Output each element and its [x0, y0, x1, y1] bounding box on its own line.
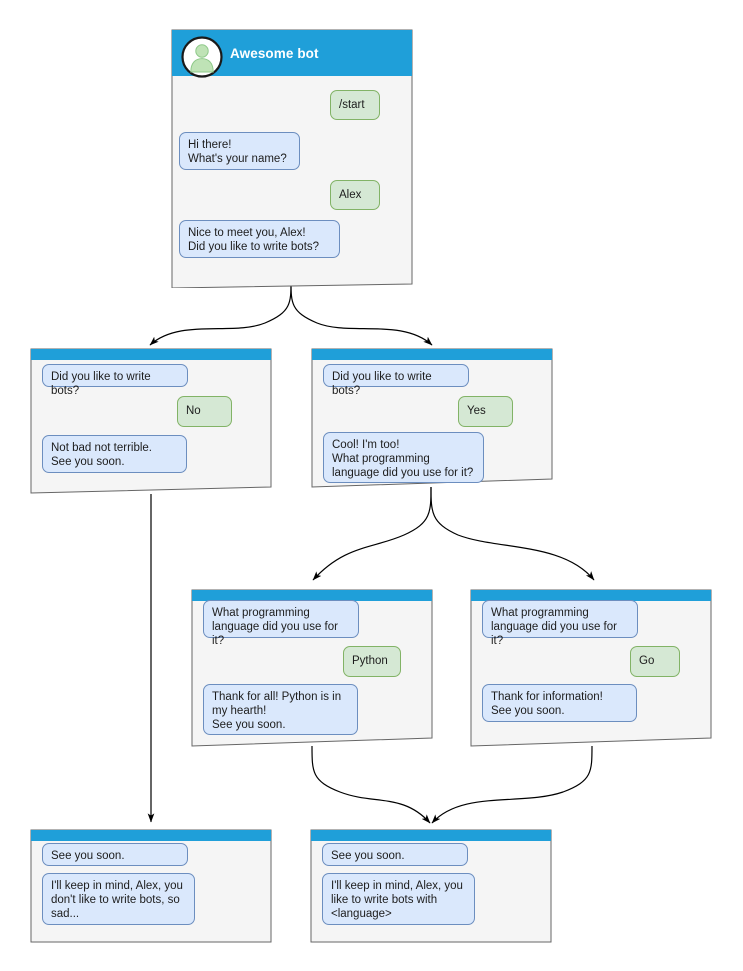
bubble-bot-did-you-like[interactable]: Did you like to write bots?	[323, 364, 469, 397]
bubble-user-yes[interactable]: Yes	[458, 396, 513, 427]
bubble-bot-thank-for-all[interactable]: Thank for all! Python is in my hearth! S…	[203, 684, 358, 735]
bubble-bot-keep-in-mind-happy[interactable]: I'll keep in mind, Alex, you like to wri…	[322, 873, 475, 925]
bubble-bot-see-you-soon[interactable]: See you soon.	[322, 843, 468, 866]
node-end-happy-content: See you soon. I'll keep in mind, Alex, y…	[309, 828, 553, 944]
bubble-bot-nice-to-meet[interactable]: Nice to meet you, Alex! Did you like to …	[179, 220, 340, 258]
person-avatar-icon	[181, 36, 223, 78]
edge-yes-to-python	[312, 486, 432, 581]
node-root[interactable]: Awesome bot /start Hi there! What's your…	[168, 26, 416, 288]
bubble-user-python[interactable]: Python	[343, 646, 401, 677]
bubble-bot-greeting[interactable]: Hi there! What's your name?	[179, 132, 300, 170]
node-root-title: Awesome bot	[230, 46, 319, 61]
bubble-user-go[interactable]: Go	[630, 646, 680, 677]
node-end-sad-content: See you soon. I'll keep in mind, Alex, y…	[29, 828, 273, 944]
node-python-branch[interactable]: What programming language did you use fo…	[190, 588, 434, 748]
node-no-branch[interactable]: Did you like to write bots? No Not bad n…	[29, 347, 273, 495]
node-root-content: Awesome bot /start Hi there! What's your…	[168, 26, 416, 288]
node-python-branch-content: What programming language did you use fo…	[190, 588, 434, 748]
bubble-bot-thank-for-information[interactable]: Thank for information! See you soon.	[482, 684, 637, 722]
bubble-bot-see-you-soon[interactable]: See you soon.	[42, 843, 188, 866]
bubble-bot-cool-im-too[interactable]: Cool! I'm too! What programming language…	[323, 432, 484, 483]
node-yes-branch-content: Did you like to write bots? Yes Cool! I'…	[310, 347, 554, 489]
node-end-sad[interactable]: See you soon. I'll keep in mind, Alex, y…	[29, 828, 273, 944]
edge-yes-to-go	[430, 486, 595, 581]
bubble-bot-what-language[interactable]: What programming language did you use fo…	[203, 600, 359, 647]
bubble-user-no[interactable]: No	[177, 396, 232, 427]
node-go-branch[interactable]: What programming language did you use fo…	[469, 588, 713, 748]
node-go-branch-content: What programming language did you use fo…	[469, 588, 713, 748]
edge-python-to-end-happy	[311, 745, 431, 824]
edge-go-to-end-happy	[431, 745, 593, 824]
edge-root-to-yes	[290, 280, 433, 346]
bubble-user-name[interactable]: Alex	[330, 180, 380, 210]
node-yes-branch[interactable]: Did you like to write bots? Yes Cool! I'…	[310, 347, 554, 489]
edge-root-to-no	[149, 280, 292, 346]
bubble-user-start[interactable]: /start	[330, 90, 380, 120]
bubble-bot-what-language[interactable]: What programming language did you use fo…	[482, 600, 638, 647]
node-end-happy[interactable]: See you soon. I'll keep in mind, Alex, y…	[309, 828, 553, 944]
bubble-bot-keep-in-mind-sad[interactable]: I'll keep in mind, Alex, you don't like …	[42, 873, 195, 925]
bubble-bot-did-you-like[interactable]: Did you like to write bots?	[42, 364, 188, 397]
bubble-bot-not-bad[interactable]: Not bad not terrible. See you soon.	[42, 435, 187, 473]
node-no-branch-content: Did you like to write bots? No Not bad n…	[29, 347, 273, 495]
